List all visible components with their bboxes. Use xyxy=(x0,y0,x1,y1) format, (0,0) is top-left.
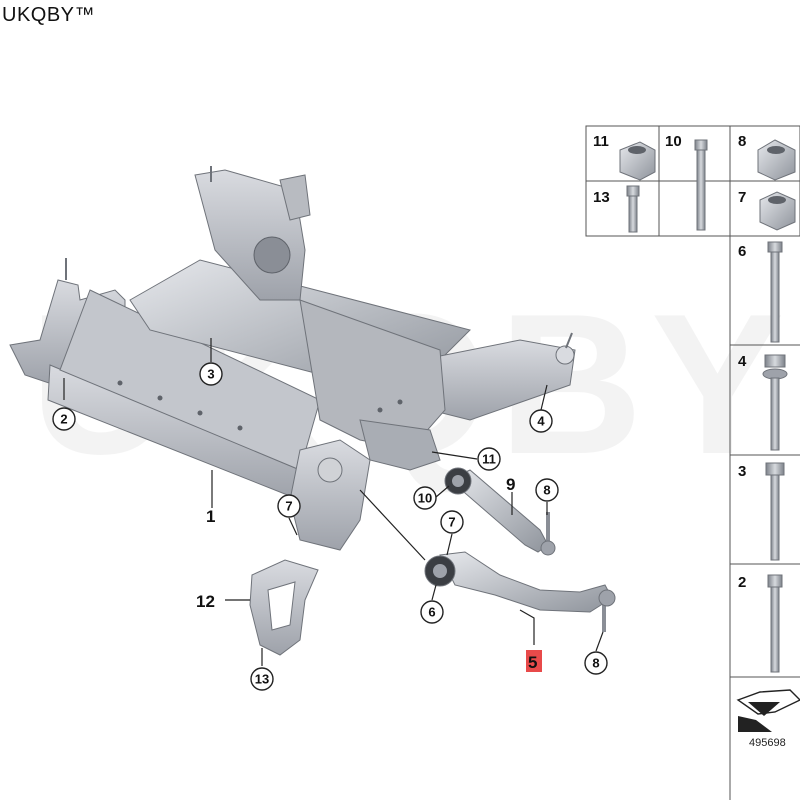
callout-3: 3 xyxy=(199,362,223,386)
callout-4: 4 xyxy=(529,409,553,433)
svg-text:10: 10 xyxy=(418,491,432,506)
link-arm-9 xyxy=(444,467,556,556)
svg-text:8: 8 xyxy=(592,656,599,671)
svg-text:4: 4 xyxy=(537,414,545,429)
svg-text:8: 8 xyxy=(543,483,550,498)
hw-num-2: 2 xyxy=(738,574,746,591)
callout-11: 11 xyxy=(477,447,501,471)
label-9: 9 xyxy=(506,475,515,494)
leader-lines xyxy=(63,338,604,666)
svg-text:13: 13 xyxy=(255,672,269,687)
hw-num-6: 6 xyxy=(738,243,746,260)
diagram-reference-number: 495698 xyxy=(749,737,786,749)
svg-text:7: 7 xyxy=(448,515,455,530)
hw-num-8: 8 xyxy=(738,133,746,150)
callout-7-lower: 7 xyxy=(440,510,464,534)
callout-13: 13 xyxy=(250,667,274,691)
hw-num-4: 4 xyxy=(738,353,747,370)
arrow-symbol-icon xyxy=(736,689,800,732)
hw-num-11: 11 xyxy=(593,133,609,150)
label-5-highlighted: 5 xyxy=(526,650,542,672)
svg-text:7: 7 xyxy=(285,499,292,514)
callout-10: 10 xyxy=(413,486,437,510)
hw-num-10: 10 xyxy=(665,133,682,150)
bracket-12 xyxy=(249,559,319,656)
hardware-table: 11 10 8 13 7 6 4 3 2 xyxy=(585,125,800,800)
brand-logo-text: UKQBY™ xyxy=(2,4,96,26)
label-1: 1 xyxy=(206,507,215,526)
svg-text:2: 2 xyxy=(60,412,67,427)
hw-num-3: 3 xyxy=(738,463,746,480)
callout-2: 2 xyxy=(52,407,76,431)
label-12: 12 xyxy=(196,592,215,611)
svg-text:3: 3 xyxy=(207,367,214,382)
callout-8-upper: 8 xyxy=(535,478,559,502)
callout-7-upper: 7 xyxy=(277,494,301,518)
subframe-illustration xyxy=(9,166,576,551)
control-arm-5 xyxy=(424,551,616,632)
callout-6: 6 xyxy=(420,600,444,624)
hw-num-7: 7 xyxy=(738,189,746,206)
hw-num-13: 13 xyxy=(593,189,610,206)
callout-8-lower: 8 xyxy=(584,651,608,675)
svg-text:6: 6 xyxy=(428,605,435,620)
svg-text:11: 11 xyxy=(482,452,496,467)
svg-text:5: 5 xyxy=(528,653,537,672)
